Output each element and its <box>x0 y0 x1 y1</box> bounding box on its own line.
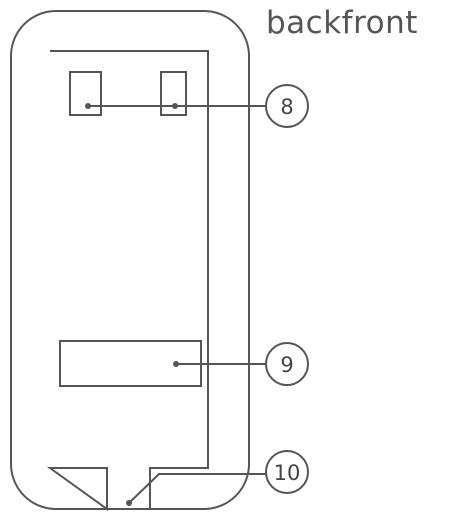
view-label: backfront <box>266 5 418 41</box>
callout-circle-9 <box>265 342 309 386</box>
component-8-right <box>160 71 187 116</box>
inner-panel <box>46 50 209 511</box>
callout-circle-10 <box>265 450 309 494</box>
device-outline <box>10 10 250 510</box>
callout-circle-8 <box>265 84 309 128</box>
callout-number-9: 9 <box>280 353 293 377</box>
component-8-left <box>69 71 102 116</box>
leader-line-10 <box>128 473 266 504</box>
callout-number-10: 10 <box>274 461 301 485</box>
callout-number-8: 8 <box>280 95 293 119</box>
